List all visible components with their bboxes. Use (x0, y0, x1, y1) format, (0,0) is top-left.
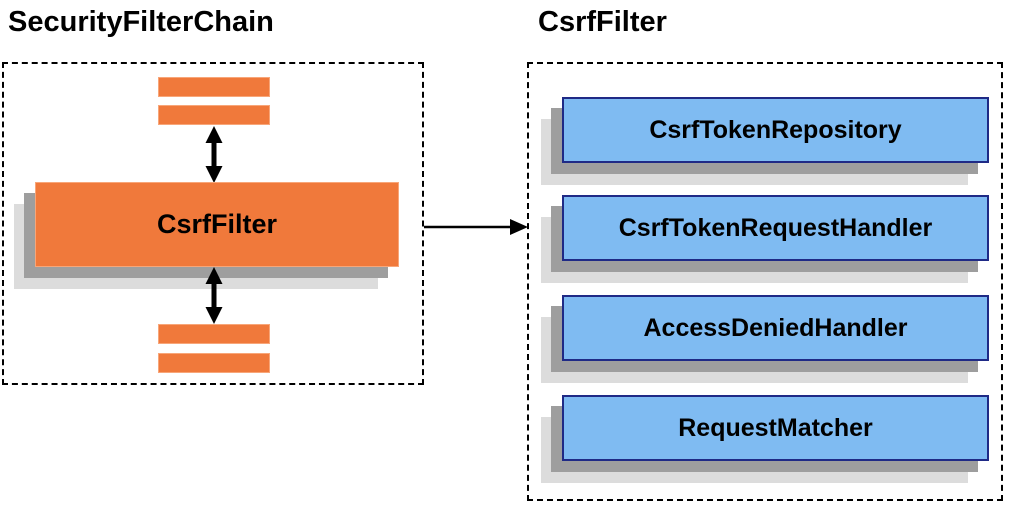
filter-stub-bar (158, 324, 270, 344)
double-arrow-icon (205, 126, 223, 183)
csrf-token-repository-box: CsrfTokenRepository (562, 97, 989, 163)
filter-stub-bar (158, 353, 270, 373)
filter-stub-bar (158, 105, 270, 125)
csrf-filter-container: CsrfTokenRepository CsrfTokenRequestHand… (527, 62, 1003, 501)
request-matcher-label: RequestMatcher (678, 413, 873, 442)
csrf-token-request-handler-box: CsrfTokenRequestHandler (562, 195, 989, 261)
access-denied-handler-box: AccessDeniedHandler (562, 295, 989, 361)
csrf-filter-title: CsrfFilter (538, 6, 667, 38)
double-arrow-icon (205, 267, 223, 324)
csrf-filter-box: CsrfFilter (35, 182, 399, 267)
csrf-token-request-handler-label: CsrfTokenRequestHandler (618, 213, 933, 242)
arrow-right-icon (424, 219, 528, 235)
csrf-filter-box-label: CsrfFilter (156, 209, 278, 239)
filter-stub-bar (158, 77, 270, 97)
security-filter-chain-container: CsrfFilter (2, 62, 424, 385)
access-denied-handler-label: AccessDeniedHandler (643, 313, 908, 342)
request-matcher-box: RequestMatcher (562, 395, 989, 461)
security-filter-chain-title: SecurityFilterChain (8, 6, 274, 38)
csrf-token-repository-label: CsrfTokenRepository (649, 115, 902, 144)
